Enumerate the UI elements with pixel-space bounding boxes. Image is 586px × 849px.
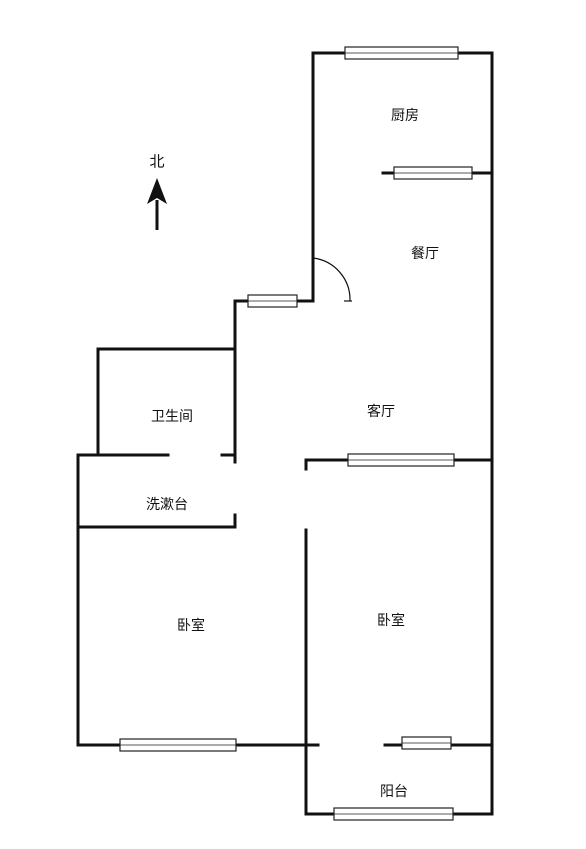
door-swing-icon bbox=[312, 257, 352, 302]
window-living-bedroom bbox=[347, 453, 455, 467]
balcony-wall bbox=[304, 743, 494, 816]
north-arrow-icon bbox=[147, 178, 167, 230]
walls bbox=[76, 51, 494, 816]
room-label-bathroom: 卫生间 bbox=[151, 409, 193, 425]
room-label-kitchen: 厨房 bbox=[391, 108, 419, 124]
window-kitchen-dining bbox=[393, 166, 473, 180]
room-label-washbasin: 洗漱台 bbox=[146, 497, 188, 513]
room-label-bedroom-left: 卧室 bbox=[177, 617, 205, 634]
window-left-bedroom bbox=[119, 738, 237, 752]
room-label-dining: 餐厅 bbox=[411, 246, 439, 262]
window-dining-left bbox=[247, 294, 298, 308]
room-label-bedroom-right: 卧室 bbox=[377, 612, 405, 629]
bathroom-wall bbox=[96, 347, 237, 457]
window-kitchen-top bbox=[344, 46, 459, 60]
window-right-bedroom bbox=[401, 736, 452, 750]
room-label-balcony: 阳台 bbox=[380, 784, 408, 800]
room-label-living: 客厅 bbox=[367, 403, 395, 420]
north-label: 北 bbox=[149, 153, 164, 171]
window-balcony bbox=[333, 807, 454, 821]
